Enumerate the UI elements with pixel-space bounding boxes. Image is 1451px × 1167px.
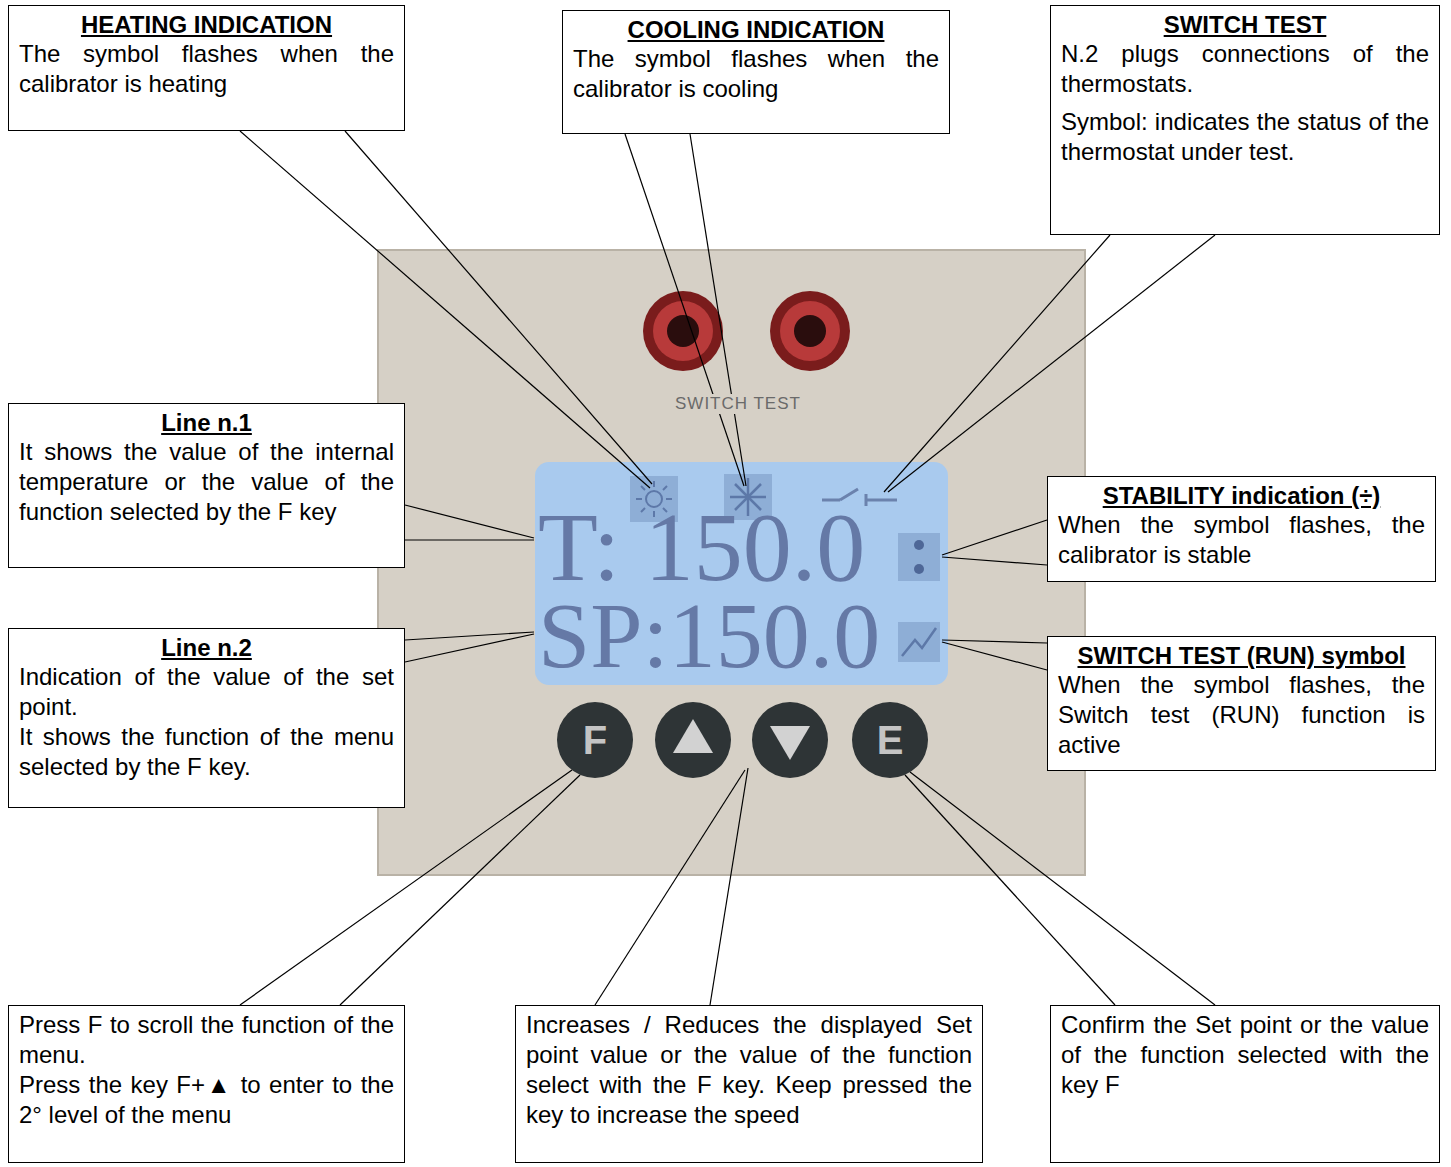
callout-heading: STABILITY indication (÷) — [1058, 481, 1425, 510]
callout-box: Increases / Reduces the displayed Set po… — [515, 1005, 983, 1163]
panel-label: SWITCH TEST — [672, 394, 804, 414]
callout-text: Indication of the value of the set point… — [19, 662, 394, 722]
display-line: SP:150.0 — [538, 586, 880, 684]
callout-text: It shows the value of the internal tempe… — [19, 437, 394, 527]
callout-text: When the symbol flashes, the calibrator … — [1058, 510, 1425, 570]
callout-text: Confirm the Set point or the value of th… — [1061, 1010, 1429, 1100]
callout-box: SWITCH TEST (RUN) symbolWhen the symbol … — [1047, 636, 1436, 771]
callout-heading: COOLING INDICATION — [573, 15, 939, 44]
callout-box: SWITCH TESTN.2 plugs connections of the … — [1050, 5, 1440, 235]
callout-heading: SWITCH TEST (RUN) symbol — [1058, 641, 1425, 670]
callout-text: Press F to scroll the function of the me… — [19, 1010, 394, 1070]
callout-text: N.2 plugs connections of the thermostats… — [1061, 39, 1429, 99]
callout-text: Symbol: indicates the status of the ther… — [1061, 107, 1429, 167]
callout-text: The symbol flashes when the calibrator i… — [573, 44, 939, 104]
callout-box: Line n.1It shows the value of the intern… — [8, 403, 405, 568]
callout-box: Confirm the Set point or the value of th… — [1050, 1005, 1440, 1163]
callout-box: Line n.2Indication of the value of the s… — [8, 628, 405, 808]
callout-box: Press F to scroll the function of the me… — [8, 1005, 405, 1163]
callout-heading: SWITCH TEST — [1061, 10, 1429, 39]
callout-text: Increases / Reduces the displayed Set po… — [526, 1010, 972, 1130]
display-line: T: 150.0 — [538, 498, 865, 596]
callout-box: HEATING INDICATIONThe symbol flashes whe… — [8, 5, 405, 131]
callout-heading: HEATING INDICATION — [19, 10, 394, 39]
callout-heading: Line n.1 — [19, 408, 394, 437]
callout-heading: Line n.2 — [19, 633, 394, 662]
callout-box: STABILITY indication (÷)When the symbol … — [1047, 476, 1436, 582]
key-letter: F — [557, 702, 633, 778]
callout-text: When the symbol flashes, the Switch test… — [1058, 670, 1425, 760]
callout-text: It shows the function of the menu select… — [19, 722, 394, 782]
callout-text: Press the key F+▲ to enter to the 2° lev… — [19, 1070, 394, 1130]
key-letter: E — [852, 702, 928, 778]
callout-text: The symbol flashes when the calibrator i… — [19, 39, 394, 99]
callout-box: COOLING INDICATIONThe symbol flashes whe… — [562, 10, 950, 134]
